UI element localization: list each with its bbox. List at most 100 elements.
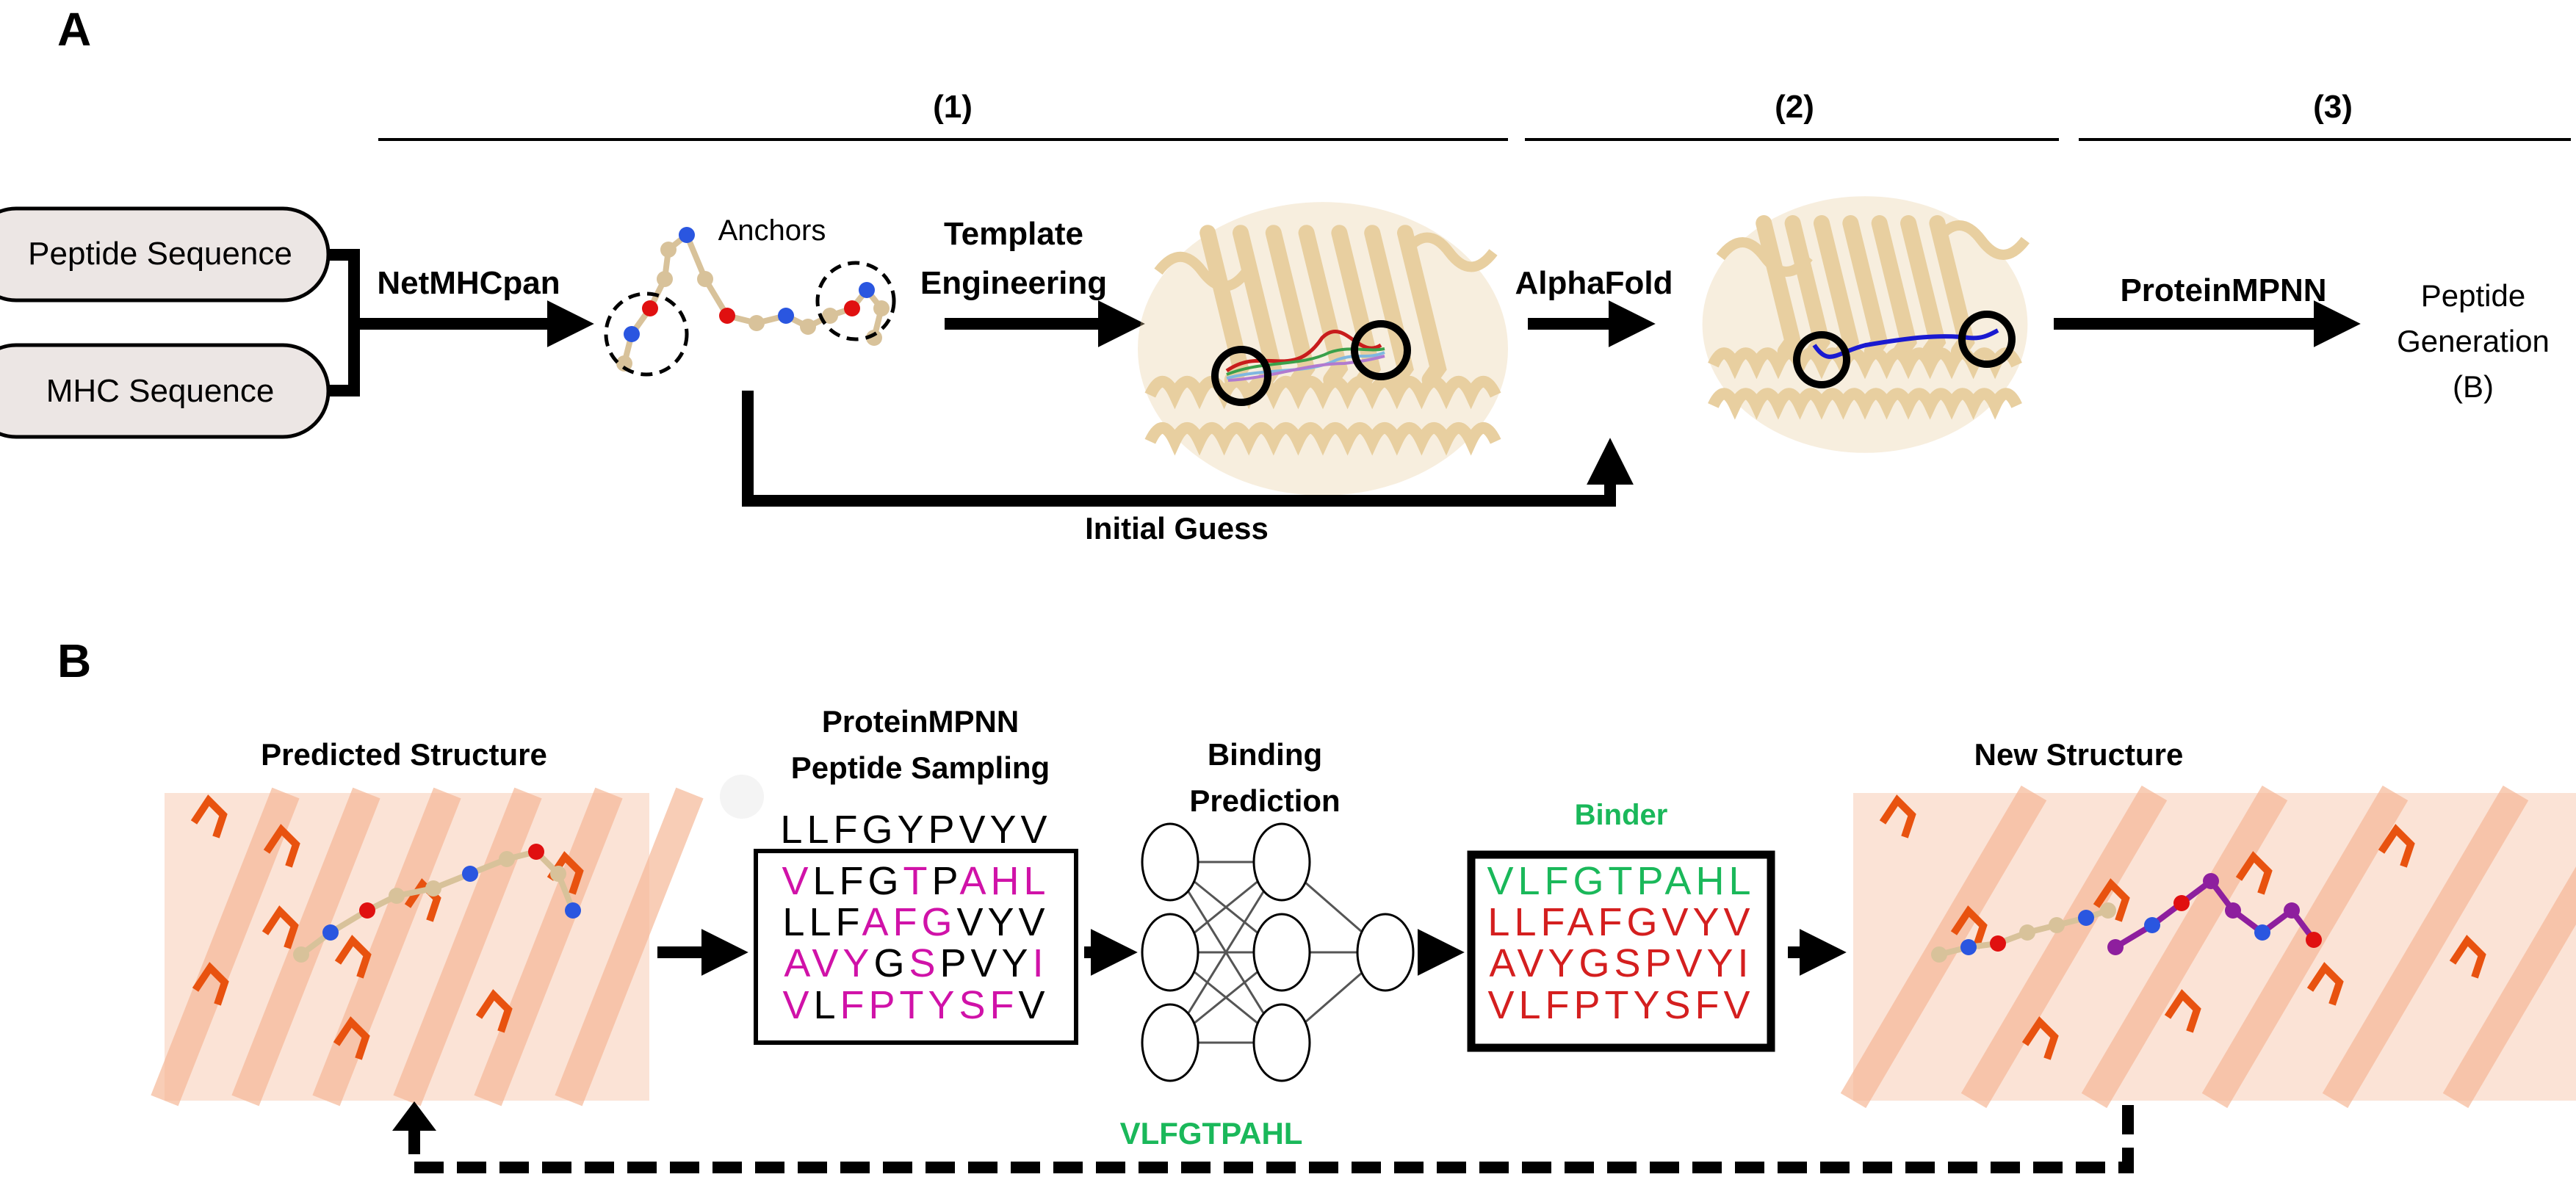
sidechain <box>2093 878 2130 922</box>
sidechain <box>1879 794 1916 839</box>
sidechain <box>190 794 228 839</box>
sequence-segment: AFG <box>862 900 957 944</box>
non-binder-sequence: LLFAFGVYV <box>1487 900 1754 944</box>
sidechain <box>192 962 229 1006</box>
sequence-segment: V <box>1019 983 1050 1027</box>
sidechain <box>2235 851 2273 895</box>
anchor-circle <box>1958 311 2016 368</box>
binder-label: Binder <box>1575 799 1668 831</box>
beta-strand <box>1871 215 1917 360</box>
atom <box>499 851 515 867</box>
atom <box>2144 917 2160 933</box>
sampled-sequence-row: LLFAFGVYV <box>782 900 1049 944</box>
binding-label-line2: Prediction <box>1189 783 1340 818</box>
alpha-helix <box>1708 388 2022 420</box>
atom <box>719 308 735 324</box>
atom <box>624 326 640 342</box>
ribbon <box>555 787 704 1107</box>
alpha-helix <box>1144 375 1501 410</box>
anchor-circle <box>1211 346 1271 406</box>
stage-1: (1) <box>378 89 1508 141</box>
initial-guess-label: Initial Guess <box>1085 511 1269 546</box>
sidechain <box>475 989 513 1033</box>
atom <box>1990 935 2006 952</box>
beta-strand <box>1298 225 1349 388</box>
atom <box>866 330 882 346</box>
binding-label-line1: Binding <box>1208 737 1322 772</box>
sidechain <box>2164 989 2201 1033</box>
peptide-trace <box>1225 330 1382 373</box>
network-node <box>1141 822 1199 902</box>
panel-b-label: B <box>57 634 91 687</box>
feedback-arrowhead <box>392 1101 436 1131</box>
alpha-helix <box>1154 251 1251 291</box>
sampled-sequence-row: VLFGTPAHL <box>782 859 1050 903</box>
sampled-sequence-row: VLFPTYSFV <box>782 983 1049 1027</box>
mhc-sequence-input: MHC Sequence <box>0 343 331 439</box>
stage-2: (2) <box>1525 89 2059 141</box>
atom <box>1931 946 1947 963</box>
ribbon <box>1960 785 2168 1109</box>
predicted-structure-image <box>151 787 704 1107</box>
alpha-helix <box>1144 422 1501 456</box>
atom <box>748 315 765 331</box>
ribbon <box>231 787 380 1107</box>
sequence-segment: I <box>1033 941 1048 985</box>
network-node <box>1252 1003 1311 1082</box>
ribbon <box>2322 785 2529 1109</box>
atom <box>822 308 838 324</box>
atom <box>873 300 890 316</box>
network-node <box>1141 1003 1199 1082</box>
sequence-segment: V <box>782 983 813 1027</box>
sequence-segment: FPTYSF <box>840 983 1019 1027</box>
atom <box>462 866 478 882</box>
predicted-peptide-trace <box>1812 328 1999 359</box>
anchors-label: Anchors <box>718 214 826 247</box>
predicted-mhc-structure <box>1702 196 2030 453</box>
atom <box>322 924 339 941</box>
ribbon <box>1840 785 2047 1109</box>
atom <box>389 888 405 904</box>
alpha-helix <box>1716 237 1813 277</box>
anchor-circle-right <box>815 261 896 341</box>
panel-a-label: A <box>57 3 91 56</box>
anchor-circle <box>1793 331 1850 388</box>
stage-3-label: (3) <box>2313 89 2353 125</box>
sequence-segment: LLF <box>782 900 862 944</box>
anchor-circle-left <box>604 291 689 377</box>
netmhcpan-label: NetMHCpan <box>377 265 560 301</box>
background-dot <box>720 775 764 819</box>
atom <box>359 902 375 919</box>
non-binder-sequence: VLFPTYSFV <box>1487 983 1754 1027</box>
non-binder-sequence: AVYGSPVYI <box>1489 941 1753 985</box>
sidechain <box>333 1016 370 1060</box>
atom <box>550 866 566 882</box>
feedback-loop-arrow <box>408 1105 2134 1173</box>
atom <box>679 227 695 243</box>
output-label-line3: (B) <box>2453 369 2494 404</box>
atom <box>642 300 658 316</box>
ribbon <box>2442 866 2576 1109</box>
network-node <box>1252 822 1311 902</box>
sequence-segment: PVY <box>940 941 1033 985</box>
predicted-structure-label: Predicted Structure <box>261 737 547 772</box>
sampled-sequence-row: AVYGSPVYI <box>784 941 1047 985</box>
new-structure-image <box>1840 785 2576 1109</box>
sidechain <box>1950 905 1988 949</box>
ribbon <box>312 787 461 1107</box>
atom <box>2203 873 2219 889</box>
sequence-segment: L <box>813 983 840 1027</box>
sequence-segment: V <box>782 859 812 903</box>
output-label-line2: Generation <box>2397 324 2550 358</box>
peptide-sequence-label: Peptide Sequence <box>28 236 292 272</box>
stage-1-label: (1) <box>933 89 973 125</box>
sidechain <box>2449 935 2486 979</box>
atom <box>2306 932 2322 948</box>
binder-sequence: VLFGTPAHL <box>1487 859 1755 903</box>
sampling-label-line1: ProteinMPNN <box>822 704 1019 739</box>
network-node <box>1252 913 1311 992</box>
atom <box>2100 902 2116 919</box>
atom <box>425 880 441 897</box>
